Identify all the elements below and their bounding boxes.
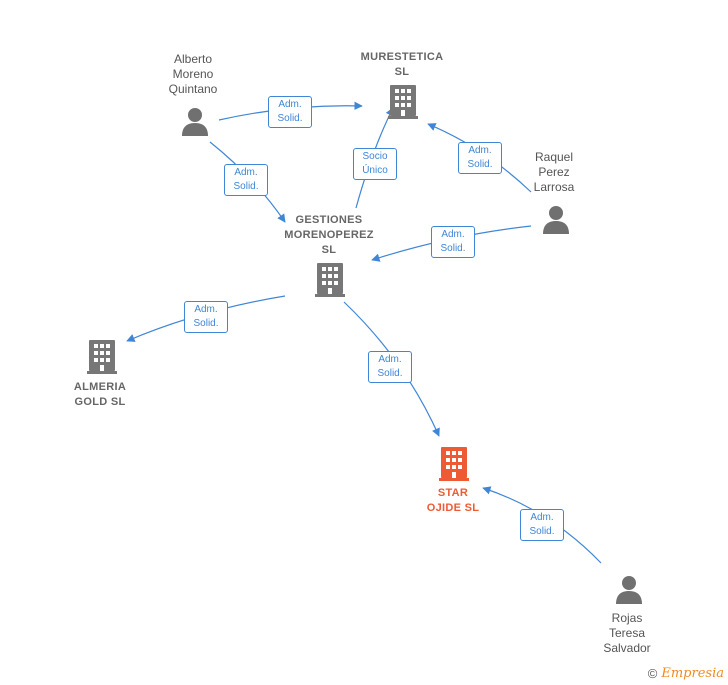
relation-label-alberto-gestiones[interactable]: Adm. Solid. bbox=[224, 164, 268, 196]
footer: © Empresia bbox=[648, 666, 724, 681]
raquel-person-icon[interactable] bbox=[543, 206, 569, 234]
relation-label-alberto-murestetica[interactable]: Adm. Solid. bbox=[268, 96, 312, 128]
relation-label-gestiones-murestetica[interactable]: Socio Único bbox=[353, 148, 397, 180]
gestiones-building-icon[interactable] bbox=[315, 263, 345, 297]
alberto-person-icon[interactable] bbox=[182, 108, 208, 136]
relation-label-rojas-star[interactable]: Adm. Solid. bbox=[520, 509, 564, 541]
node-label-raquel[interactable]: Raquel Perez Larrosa bbox=[533, 150, 575, 194]
node-label-murestetica[interactable]: MURESTETICA SL bbox=[360, 51, 444, 78]
murestetica-building-icon[interactable] bbox=[388, 85, 418, 119]
node-label-star[interactable]: STAR OJIDE SL bbox=[426, 487, 480, 514]
copyright-icon: © bbox=[647, 666, 658, 681]
relation-label-gestiones-star[interactable]: Adm. Solid. bbox=[368, 351, 412, 383]
node-label-alberto[interactable]: Alberto Moreno Quintano bbox=[168, 52, 218, 96]
relation-label-raquel-gestiones[interactable]: Adm. Solid. bbox=[431, 226, 475, 258]
relation-label-gestiones-almeria[interactable]: Adm. Solid. bbox=[184, 301, 228, 333]
node-label-almeria[interactable]: ALMERIA GOLD SL bbox=[73, 381, 127, 408]
relation-label-raquel-murestetica[interactable]: Adm. Solid. bbox=[458, 142, 502, 174]
almeria-building-icon[interactable] bbox=[87, 340, 117, 374]
star-building-icon[interactable] bbox=[439, 447, 469, 481]
node-label-rojas[interactable]: Rojas Teresa Salvador bbox=[603, 611, 651, 655]
rojas-person-icon[interactable] bbox=[616, 576, 642, 604]
brand-logo[interactable]: Empresia bbox=[661, 666, 724, 681]
node-label-gestiones[interactable]: GESTIONES MORENOPEREZ SL bbox=[284, 214, 374, 256]
